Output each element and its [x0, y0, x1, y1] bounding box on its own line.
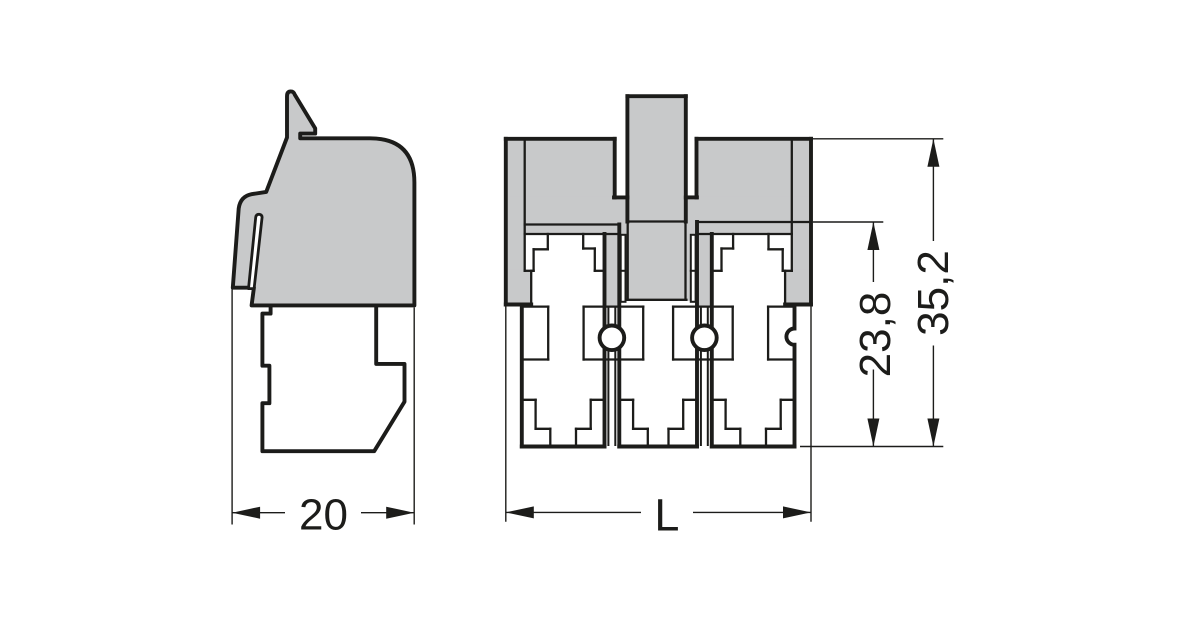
svg-text:20: 20	[299, 490, 348, 539]
svg-text:23,8: 23,8	[851, 292, 900, 378]
svg-text:35,2: 35,2	[909, 250, 958, 336]
svg-text:L: L	[654, 489, 679, 540]
